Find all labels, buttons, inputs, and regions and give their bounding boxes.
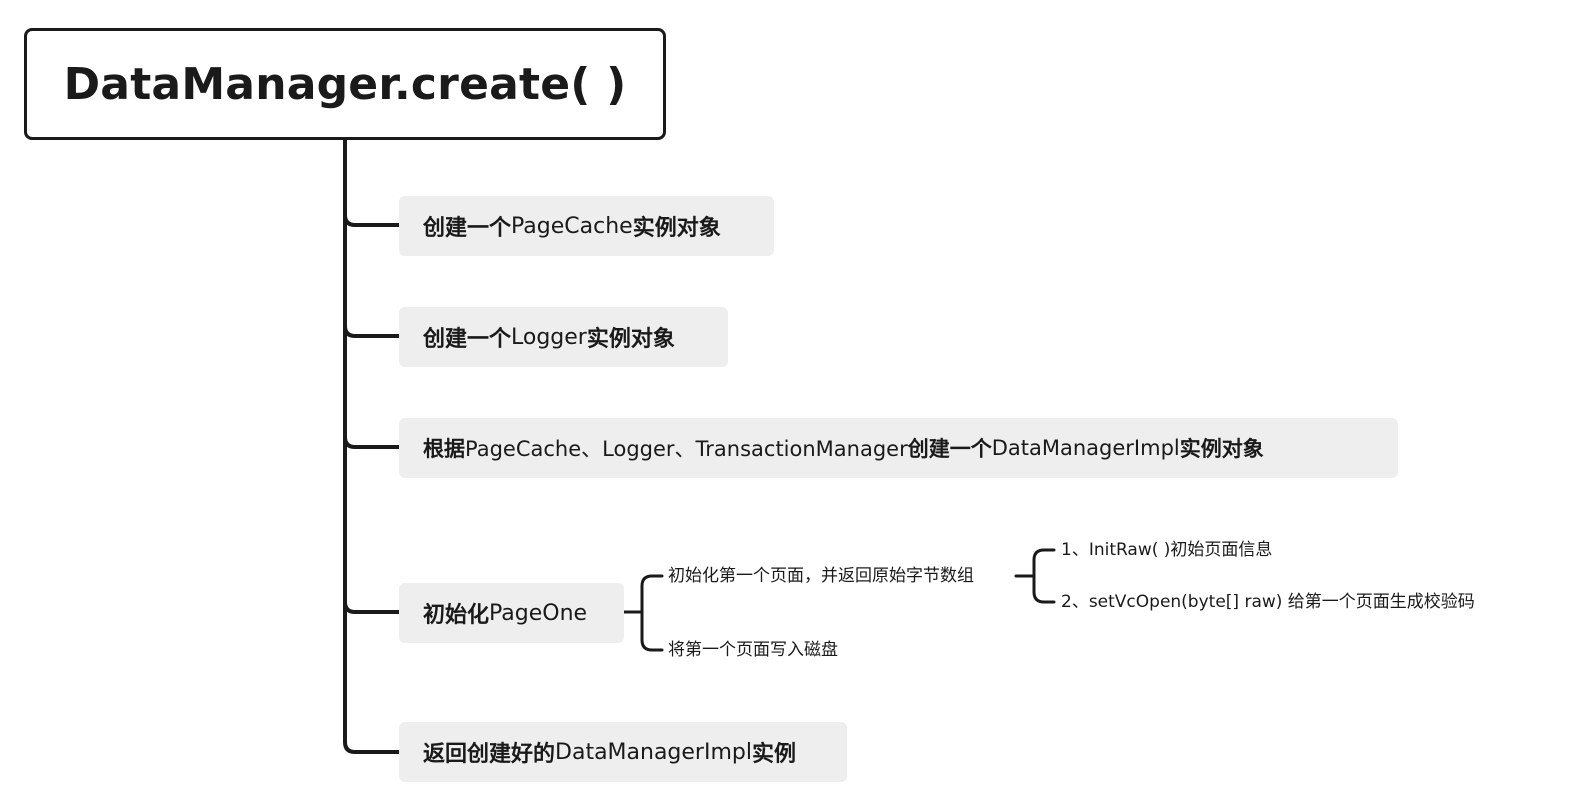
trunk-line <box>343 138 401 754</box>
pageone-bracket-line <box>640 574 664 652</box>
branch-line-step-1 <box>343 213 401 227</box>
step-3-text-a: 根据 <box>423 437 465 461</box>
branch-line-step-3 <box>343 435 401 449</box>
step-4-text-b: PageOne <box>489 600 588 626</box>
subnode-initraw-label: 1、InitRaw( )初始页面信息 <box>1061 540 1273 560</box>
branch-line-step-4 <box>343 600 401 614</box>
step-3-text-c: 创建一个 <box>907 437 992 461</box>
step-5-text-a: 返回创建好的 <box>423 742 556 767</box>
step-1-text-a: 创建一个 <box>423 216 512 241</box>
root-node[interactable]: DataManager.create( ) <box>24 28 666 140</box>
branch-line-step-2 <box>343 324 401 338</box>
step-5-text-c: 实例 <box>751 742 796 767</box>
step-2-text-c: 实例对象 <box>586 327 675 352</box>
step-1-text-b: PageCache <box>511 213 633 239</box>
step-1-text-c: 实例对象 <box>632 216 721 241</box>
subnode-setvcopen-label: 2、setVcOpen(byte[] raw) 给第一个页面生成校验码 <box>1061 592 1475 612</box>
init-bracket-line <box>1032 548 1056 604</box>
step-3-text-b: PageCache、Logger、TransactionManager <box>465 437 908 461</box>
step-2-text-b: Logger <box>511 324 587 350</box>
subnode-write-first-page-label: 将第一个页面写入磁盘 <box>668 640 838 660</box>
step-2-text-a: 创建一个 <box>423 327 512 352</box>
subnode-setvcopen[interactable]: 2、setVcOpen(byte[] raw) 给第一个页面生成校验码 <box>1061 591 1475 613</box>
step-5-text-b: DataManagerImpl <box>555 739 752 765</box>
subnode-write-first-page[interactable]: 将第一个页面写入磁盘 <box>668 639 838 661</box>
subnode-initraw[interactable]: 1、InitRaw( )初始页面信息 <box>1061 539 1272 561</box>
step-3-text-e: 实例对象 <box>1179 437 1264 461</box>
subnode-init-first-page[interactable]: 初始化第一个页面，并返回原始字节数组 <box>668 565 974 587</box>
root-title: DataManager.create( ) <box>63 58 627 110</box>
step-3-text-d: DataManagerImpl <box>991 436 1180 460</box>
subnode-init-first-page-label: 初始化第一个页面，并返回原始字节数组 <box>668 566 974 586</box>
step-4-text-a: 初始化 <box>423 603 490 628</box>
